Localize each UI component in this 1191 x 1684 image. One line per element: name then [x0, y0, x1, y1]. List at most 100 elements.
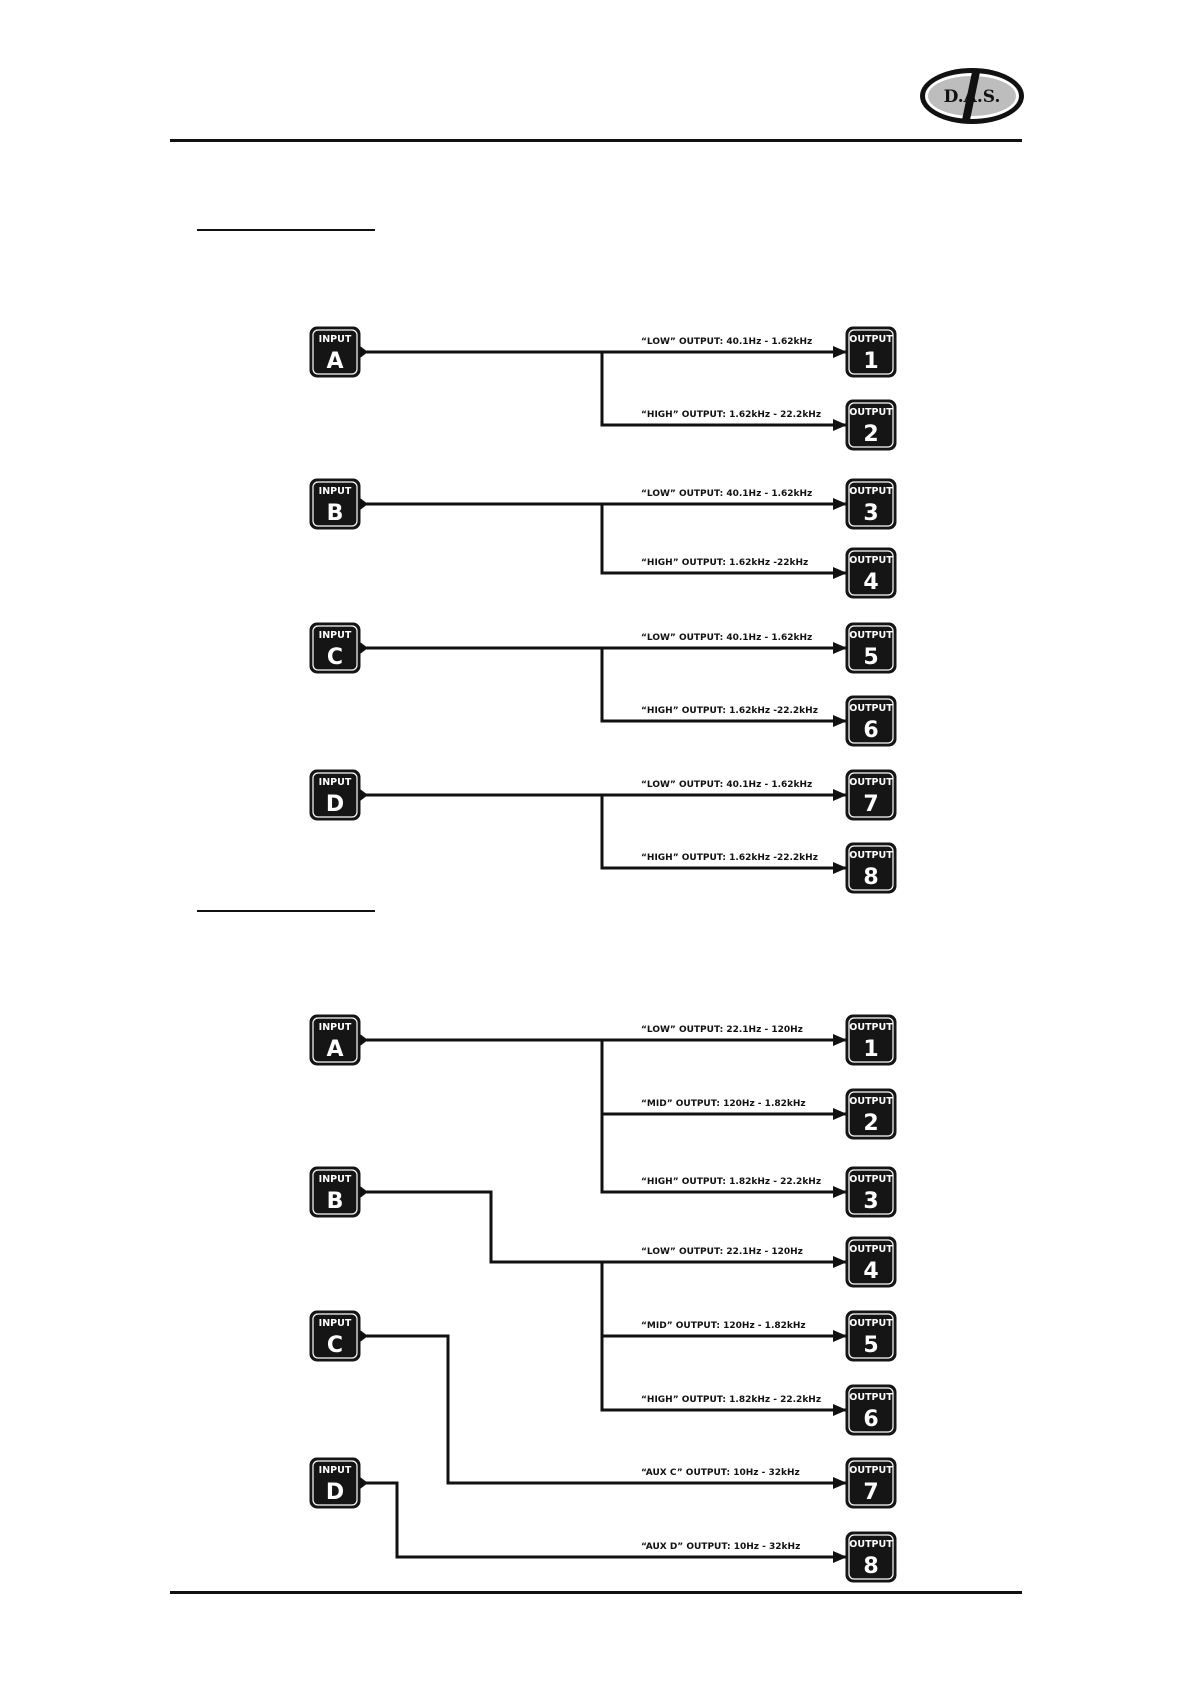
d2-wire-b-high — [600, 1336, 847, 1416]
d1-wire-a-high — [600, 352, 847, 431]
d2-input-a-id: A — [326, 1037, 343, 1062]
d1-output-7: OUTPUT 7 — [845, 769, 897, 821]
d2-output-5-id: 5 — [863, 1333, 878, 1358]
d2-wire-b-low — [360, 1190, 847, 1268]
input-nub — [360, 498, 368, 510]
d2-output-4-id: 4 — [863, 1259, 878, 1284]
io-boxes: INPUTAINPUTBINPUTCINPUTDOUTPUT1OUTPUT2OU… — [309, 326, 897, 1583]
d2-output-8: OUTPUT 8 — [845, 1531, 897, 1583]
d2-output-5: OUTPUT 5 — [845, 1310, 897, 1362]
d1-output-label-3: “LOW” OUTPUT: 40.1Hz - 1.62kHz — [641, 489, 812, 499]
input-nub — [360, 1330, 368, 1342]
logo-text: D.A.S. — [944, 87, 1001, 107]
d2-wire-a-high — [600, 1114, 847, 1198]
d1-output-8-caption: OUTPUT — [849, 850, 893, 861]
d1-output-label-5: “LOW” OUTPUT: 40.1Hz - 1.62kHz — [641, 633, 812, 643]
input-nub — [360, 346, 368, 358]
d2-output-8-id: 8 — [863, 1554, 878, 1579]
d2-output-3-caption: OUTPUT — [849, 1174, 893, 1185]
d1-output-label-6: “HIGH” OUTPUT: 1.62kHz -22.2kHz — [641, 706, 818, 716]
d1-input-c-id: C — [327, 645, 343, 670]
signal-wires — [360, 346, 847, 1563]
input-nub — [360, 789, 368, 801]
input-nub — [360, 642, 368, 654]
d2-input-b-caption: INPUT — [319, 1174, 352, 1185]
d2-output-1-caption: OUTPUT — [849, 1022, 893, 1033]
d1-input-b-id: B — [327, 501, 344, 526]
d1-output-4: OUTPUT 4 — [845, 547, 897, 599]
d1-input-c-caption: INPUT — [319, 630, 352, 641]
d2-output-7-id: 7 — [863, 1480, 878, 1505]
d1-output-label-2: “HIGH” OUTPUT: 1.62kHz - 22.2kHz — [641, 410, 821, 420]
d2-output-4: OUTPUT 4 — [845, 1236, 897, 1288]
d2-output-label-2: “MID” OUTPUT: 120Hz - 1.82kHz — [641, 1099, 806, 1109]
d2-output-label-4: “LOW” OUTPUT: 22.1Hz - 120Hz — [641, 1247, 803, 1257]
section-1-underline — [197, 229, 375, 231]
d1-input-c: INPUT C — [309, 622, 361, 674]
d2-output-label-7: “AUX C” OUTPUT: 10Hz - 32kHz — [641, 1468, 800, 1478]
das-logo: D.A.S. — [920, 68, 1024, 124]
d1-wire-d-high — [600, 795, 847, 874]
d1-output-label-8: “HIGH” OUTPUT: 1.62kHz -22.2kHz — [641, 853, 818, 863]
d2-output-label-6: “HIGH” OUTPUT: 1.82kHz - 22.2kHz — [641, 1395, 821, 1405]
d1-input-a-caption: INPUT — [319, 334, 352, 345]
d2-output-1-id: 1 — [863, 1037, 878, 1062]
d1-output-1-id: 1 — [863, 349, 878, 374]
d2-output-label-8: “AUX D” OUTPUT: 10Hz - 32kHz — [641, 1542, 800, 1552]
d1-output-label-1: “LOW” OUTPUT: 40.1Hz - 1.62kHz — [641, 337, 812, 347]
input-nub — [360, 1034, 368, 1046]
d2-input-c-id: C — [327, 1333, 343, 1358]
d1-output-label-4: “HIGH” OUTPUT: 1.62kHz -22kHz — [641, 558, 808, 568]
d2-output-7-caption: OUTPUT — [849, 1465, 893, 1476]
d1-output-6-caption: OUTPUT — [849, 703, 893, 714]
d2-output-5-caption: OUTPUT — [849, 1318, 893, 1329]
d1-wire-b-high — [600, 504, 847, 579]
d2-output-2: OUTPUT 2 — [845, 1088, 897, 1140]
input-nub — [360, 1477, 368, 1489]
d2-input-c: INPUT C — [309, 1310, 361, 1362]
input-nub — [360, 1186, 368, 1198]
d2-output-2-id: 2 — [863, 1111, 878, 1136]
d2-output-7: OUTPUT 7 — [845, 1457, 897, 1509]
d1-output-4-caption: OUTPUT — [849, 555, 893, 566]
d2-output-3-id: 3 — [863, 1189, 878, 1214]
section-2-underline — [197, 910, 375, 912]
d2-input-c-caption: INPUT — [319, 1318, 352, 1329]
d1-input-d-id: D — [326, 792, 344, 817]
d1-output-7-id: 7 — [863, 792, 878, 817]
d2-output-label-3: “HIGH” OUTPUT: 1.82kHz - 22.2kHz — [641, 1177, 821, 1187]
d2-output-3: OUTPUT 3 — [845, 1166, 897, 1218]
d2-input-a-caption: INPUT — [319, 1022, 352, 1033]
output-labels: “LOW” OUTPUT: 40.1Hz - 1.62kHz “HIGH” OUT… — [641, 337, 821, 1552]
d1-output-4-id: 4 — [863, 570, 878, 595]
d2-wire-d-aux — [360, 1481, 847, 1563]
d2-output-8-caption: OUTPUT — [849, 1539, 893, 1550]
d2-input-d-id: D — [326, 1480, 344, 1505]
d2-output-label-5: “MID” OUTPUT: 120Hz - 1.82kHz — [641, 1321, 806, 1331]
d1-output-7-caption: OUTPUT — [849, 777, 893, 788]
footer-rule — [170, 1591, 1022, 1594]
d1-wire-c-high — [600, 648, 847, 727]
d1-output-2-id: 2 — [863, 422, 878, 447]
d2-output-2-caption: OUTPUT — [849, 1096, 893, 1107]
d2-wire-c-aux — [360, 1334, 847, 1489]
d1-output-6: OUTPUT 6 — [845, 695, 897, 747]
header-rule — [170, 139, 1022, 142]
d1-output-6-id: 6 — [863, 718, 878, 743]
d1-output-5-caption: OUTPUT — [849, 630, 893, 641]
d1-output-3-id: 3 — [863, 501, 878, 526]
d1-output-3-caption: OUTPUT — [849, 486, 893, 497]
d2-output-label-1: “LOW” OUTPUT: 22.1Hz - 120Hz — [641, 1025, 803, 1035]
d2-input-d-caption: INPUT — [319, 1465, 352, 1476]
d2-input-d: INPUT D — [309, 1457, 361, 1509]
d2-output-4-caption: OUTPUT — [849, 1244, 893, 1255]
